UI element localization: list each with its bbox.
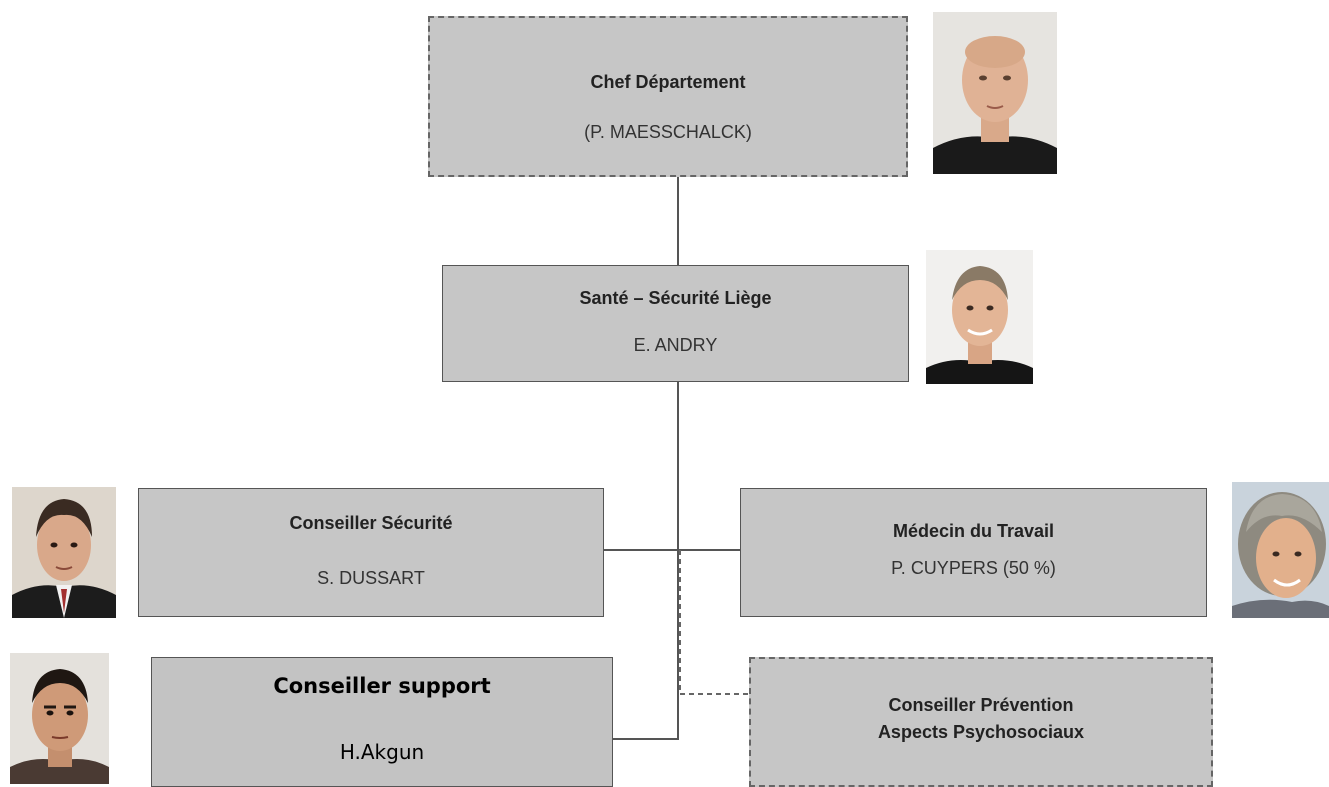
- connector-chef-sante: [677, 177, 679, 265]
- medecin-title: Médecin du Travail: [892, 521, 1055, 541]
- portrait-photo-akgun: [10, 653, 109, 784]
- chef-name: (P. MAESSCHALCK): [584, 122, 752, 142]
- psycho-title-line2: Aspects Psychosociaux: [877, 722, 1085, 742]
- box-chef-departement: Chef Département (P. MAESSCHALCK): [428, 16, 908, 177]
- securite-title: Conseiller Sécurité: [289, 513, 453, 533]
- psycho-title-line1: Conseiller Prévention: [888, 695, 1074, 715]
- chef-title: Chef Département: [590, 72, 746, 92]
- connector-sante-trunk: [677, 381, 679, 739]
- support-name: H.Akgun: [339, 740, 425, 764]
- portrait-photo-chef: [933, 12, 1057, 174]
- support-title: Conseiller support: [273, 674, 491, 698]
- portrait-photo-dussart: [12, 487, 116, 618]
- sante-title: Santé – Sécurité Liège: [579, 288, 772, 308]
- box-medecin-travail: Médecin du Travail P. CUYPERS (50 %): [740, 488, 1207, 617]
- dashed-connector-psycho: [679, 550, 750, 695]
- sante-name: E. ANDRY: [633, 335, 718, 355]
- portrait-photo-cuypers: [1232, 482, 1329, 618]
- box-sante-securite: Santé – Sécurité Liège E. ANDRY: [442, 265, 909, 382]
- connector-support: [612, 738, 679, 740]
- box-conseiller-prevention-psychosocial: Conseiller Prévention Aspects Psychosoci…: [749, 657, 1213, 787]
- connector-horizontal-securite-medecin: [603, 549, 741, 551]
- box-conseiller-support: Conseiller support H.Akgun: [151, 657, 613, 787]
- securite-name: S. DUSSART: [317, 568, 425, 588]
- medecin-name: P. CUYPERS (50 %): [891, 558, 1056, 578]
- box-conseiller-securite: Conseiller Sécurité S. DUSSART: [138, 488, 604, 617]
- portrait-photo-andry: [926, 250, 1033, 384]
